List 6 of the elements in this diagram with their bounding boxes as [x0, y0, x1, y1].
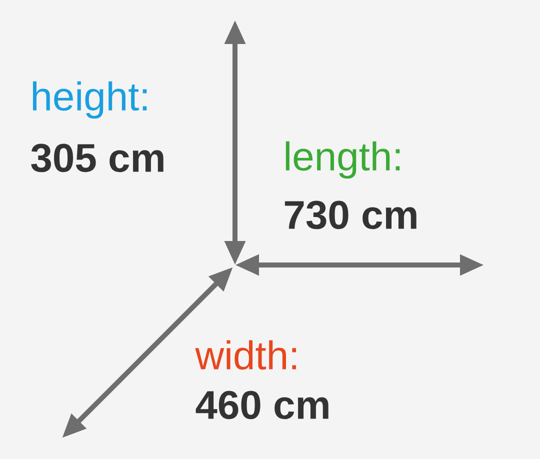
dimension-label: length:	[286, 141, 400, 179]
dimension-label: height:	[33, 81, 147, 119]
dimension-label: 730 cm	[284, 200, 416, 230]
dimension-label: 305 cm	[31, 144, 164, 172]
dimension-label: 460 cm	[196, 390, 328, 420]
dimension-label: width:	[195, 340, 296, 370]
